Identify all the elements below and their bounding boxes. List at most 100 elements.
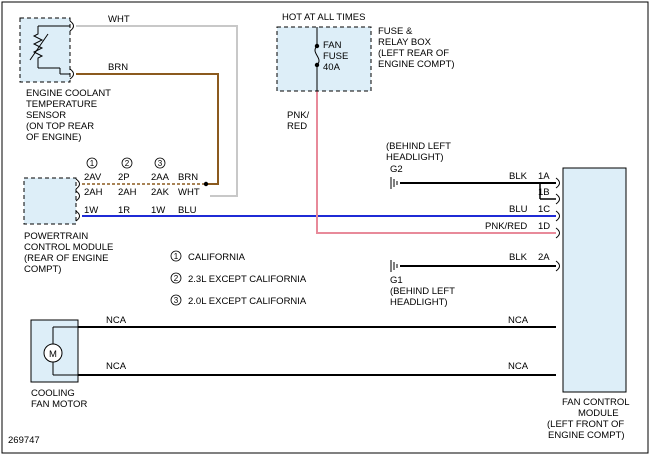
g1-name: G1: [390, 275, 403, 286]
sensor-label-line: OF ENGINE): [26, 132, 81, 143]
legend-marker: [170, 272, 182, 284]
pcm-label-line: (REAR OF ENGINE: [24, 253, 108, 264]
fcm-pin-label: 1B: [538, 187, 550, 198]
connector-icon: [555, 210, 560, 222]
fcm-wire-label: PNK/RED: [485, 221, 527, 232]
g1-location-label: (BEHIND LEFT: [390, 286, 455, 297]
connector-icon: [555, 193, 560, 205]
variant-marker: [121, 157, 133, 169]
nca-label: NCA: [106, 315, 127, 326]
motor-symbol: M: [49, 349, 57, 360]
pcm-pin-label: 2AH: [84, 187, 103, 198]
thermistor-arrow-icon: [29, 33, 49, 61]
sensor-label-line: SENSOR: [26, 110, 66, 121]
ground-icon: [390, 260, 398, 272]
fcm-wire-label: BLU: [509, 204, 528, 215]
fuse-box-label-line: ENGINE COMPT): [378, 59, 455, 70]
fuse-box-label-line: (LEFT REAR OF: [378, 48, 449, 59]
pcm-pin-label: 2AA: [151, 172, 170, 183]
fcm-label-line: MODULE: [578, 408, 619, 419]
thermistor-icon: [32, 26, 44, 68]
fcm-wire-label: BLK: [509, 252, 528, 263]
fcm-pin-label: 2A: [538, 252, 550, 263]
brn-wire: [76, 73, 219, 185]
legend-marker: [170, 250, 182, 262]
legend-text: CALIFORNIA: [188, 252, 246, 263]
connector-icon: [69, 68, 74, 80]
fcm-pin-label: 1A: [538, 171, 550, 182]
fuse-label-line: FAN: [323, 40, 342, 51]
legend-num: 2: [174, 274, 179, 283]
connector-icon: [555, 177, 560, 189]
pcm-label-line: COMPT): [24, 264, 61, 275]
variant-marker: [154, 157, 166, 169]
pcm-wire-label: BRN: [178, 172, 198, 183]
hot-at-all-times-label: HOT AT ALL TIMES: [282, 12, 365, 23]
nca-label: NCA: [106, 361, 127, 372]
fcm-label-line: (LEFT FRONT OF: [547, 419, 624, 430]
pnk-red-label: RED: [287, 121, 307, 132]
wht-wire: [76, 25, 238, 197]
connector-icon: [75, 210, 80, 222]
pnk-red-wire: [316, 91, 556, 234]
fcm-pin-label: 1D: [538, 221, 550, 232]
nca-label: NCA: [508, 361, 529, 372]
g2-name: G2: [390, 164, 403, 175]
connector-icon: [69, 20, 74, 32]
sensor-label: ENGINE COOLANT TEMPERATURE SENSOR (ON TO…: [26, 88, 111, 143]
sensor-label-line: ENGINE COOLANT: [26, 88, 111, 99]
coolant-sensor-box: [19, 17, 71, 83]
variant-marker-num: 1: [90, 159, 95, 168]
connector-icon: [555, 227, 560, 239]
fuse-box-label-line: RELAY BOX: [378, 37, 432, 48]
g1-location-label: HEADLIGHT): [390, 297, 448, 308]
connector-icon: [555, 260, 560, 272]
pcm-wire-label: BLU: [178, 205, 197, 216]
pcm-label-line: POWERTRAIN: [24, 231, 88, 242]
pcm-label-line: CONTROL MODULE: [24, 242, 113, 253]
sensor-label-line: TEMPERATURE: [26, 99, 97, 110]
pcm-pin-label: 2AH: [118, 187, 137, 198]
fuse-relay-box: [276, 26, 372, 92]
pcm-pin-label: 1R: [118, 205, 130, 216]
fan-control-module-box: [562, 167, 627, 393]
splice-dot: [203, 181, 209, 187]
legend-text: 2.3L EXCEPT CALIFORNIA: [188, 274, 307, 285]
pcm-pin-label: 1W: [151, 205, 165, 216]
variant-marker-num: 2: [125, 159, 130, 168]
legend-num: 1: [174, 252, 179, 261]
connector-icon: [75, 178, 80, 190]
pcm-box: [23, 177, 77, 225]
pcm-pin-label: 2P: [118, 172, 130, 183]
fuse-box-label-line: FUSE &: [378, 26, 413, 37]
pcm-pin-label: 2AK: [151, 187, 170, 198]
motor-label-line: COOLING: [31, 388, 75, 399]
pcm-pin-label: 2AV: [84, 172, 102, 183]
sensor-brn-label: BRN: [108, 62, 128, 73]
motor-label-line: FAN MOTOR: [31, 399, 87, 410]
motor-icon: [43, 343, 63, 363]
legend-num: 3: [174, 296, 179, 305]
sensor-wht-label: WHT: [108, 14, 130, 25]
g2-location-label: HEADLIGHT): [386, 152, 444, 163]
connector-icon: [75, 190, 80, 202]
fcm-pin-label: 1C: [538, 204, 550, 215]
fuse-label-line: 40A: [323, 62, 341, 73]
fcm-label-line: ENGINE COMPT): [548, 430, 625, 441]
fuse-label-line: FUSE: [323, 51, 348, 62]
fcm-wire-label: BLK: [509, 171, 528, 182]
sensor-label-line: (ON TOP REAR: [26, 121, 94, 132]
variant-marker-num: 3: [158, 159, 163, 168]
ground-icon: [390, 177, 398, 189]
g2-location-label: (BEHIND LEFT: [386, 141, 451, 152]
pcm-pin-label: 1W: [84, 205, 98, 216]
diagram-id: 269747: [8, 435, 40, 446]
variant-marker: [86, 157, 98, 169]
nca-label: NCA: [508, 315, 529, 326]
legend-text: 2.0L EXCEPT CALIFORNIA: [188, 296, 307, 307]
pnk-red-label: PNK/: [287, 110, 310, 121]
legend-marker: [170, 294, 182, 306]
